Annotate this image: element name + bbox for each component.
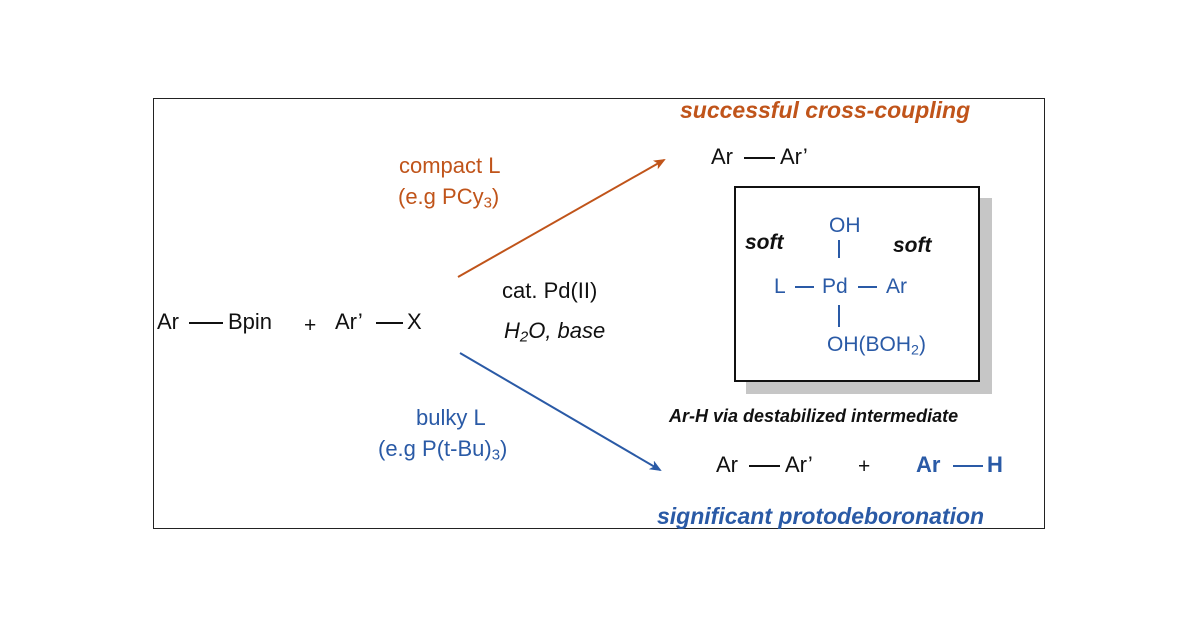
catalyst-label: cat. Pd(II) [502,278,598,303]
reactant-ar: Ar [157,309,179,334]
intermediate-caption: Ar-H via destabilized intermediate [669,406,959,426]
pd-ligand-l: L [774,275,786,298]
lower-ligand-label: bulky L [416,405,486,430]
intermediate-box [734,186,980,382]
scheme-frame [153,98,1045,529]
reactant-x: X [407,309,422,334]
upper-arrow [457,159,666,278]
lower-arrow [459,352,662,472]
pd-bond-bottom [838,305,840,327]
lower-product-ar: Ar [716,452,738,477]
pd-center: Pd [822,275,848,298]
pd-bond-right [858,286,877,288]
soft-right-label: soft [893,234,932,257]
reactant-bond-1 [189,322,223,324]
pd-aryl: Ar [886,275,907,298]
pd-bond-top [838,240,840,258]
upper-product-ar-prime: Ar’ [780,144,808,169]
upper-product-ar: Ar [711,144,733,169]
lower-product-ar-prime: Ar’ [785,452,813,477]
success-label: successful cross-coupling [680,97,971,123]
lower-ligand-example: (e.g P(t-Bu)3) [378,436,508,464]
failure-label: significant protodeboronation [657,503,985,529]
side-product-h: H [987,452,1003,477]
upper-ligand-label: compact L [399,153,501,178]
pd-oh-top: OH [829,214,861,237]
pd-bond-left [795,286,814,288]
side-product-ar: Ar [916,452,941,477]
pd-oh-bottom: OH(BOH2) [827,333,926,359]
lower-product-bond [749,465,780,467]
reactant-ar-prime: Ar’ [335,309,363,334]
side-product-bond [953,465,983,467]
reactant-plus: + [304,314,317,337]
reactant-bond-2 [376,322,403,324]
reactant-bpin: Bpin [228,309,273,334]
upper-ligand-example: (e.g PCy3) [398,184,500,212]
upper-product-bond [744,157,775,159]
solvent-base-label: H2O, base [504,318,606,346]
soft-left-label: soft [745,231,784,254]
lower-product-plus: + [858,455,871,478]
